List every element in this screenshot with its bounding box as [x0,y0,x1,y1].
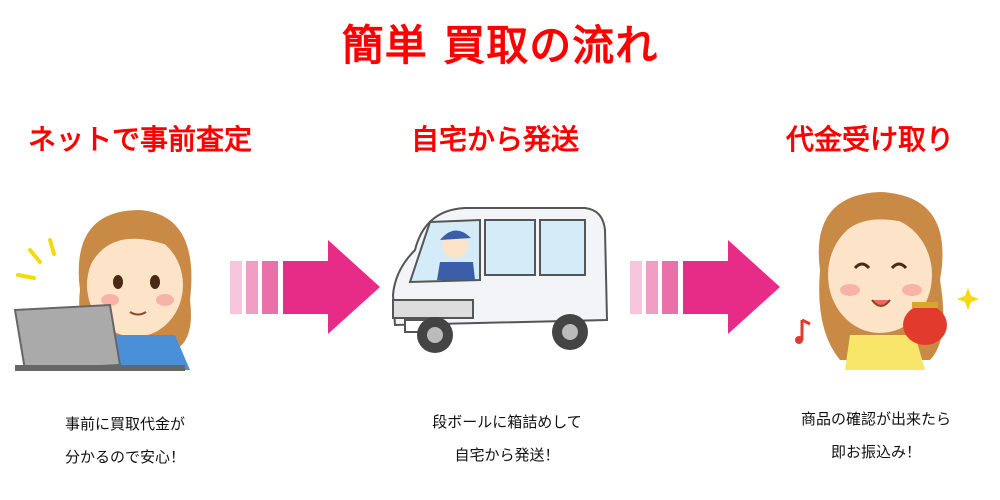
step-3-title: 代金受け取り [785,123,954,156]
arrow-bar [646,261,658,314]
arrow-bar [246,261,258,314]
page-title: 簡単 買取の流れ [341,21,659,70]
caption-line: 分かるので安心！ [64,448,185,466]
step-1-title: ネットで事前査定 [27,123,252,156]
arrow-bar [262,261,278,314]
caption-line: 即お振込み！ [830,443,921,461]
step-1-caption: 事前に買取代金が 分かるので安心！ [0,408,275,474]
arrow-head [283,240,380,334]
arrow-step-1-to-2 [230,240,380,334]
arrow-bar [630,261,642,314]
delivery-van-illustration [391,207,609,353]
caption-line: 自宅から発送！ [454,446,560,464]
woman-with-purse-illustration [795,192,979,370]
caption-line: 事前に買取代金が [64,415,185,433]
woman-laptop-illustration [13,210,192,372]
arrow-head [683,240,780,334]
arrow-step-2-to-3 [630,240,780,334]
arrow-bar [230,261,242,314]
step-2-caption: 段ボールに箱詰めして 自宅から発送！ [357,406,657,472]
arrow-bar [662,261,678,314]
caption-line: 商品の確認が出来たら [800,410,951,428]
step-2-title: 自宅から発送 [410,123,579,156]
step-3-caption: 商品の確認が出来たら 即お振込み！ [726,403,1000,469]
caption-line: 段ボールに箱詰めして [432,413,582,431]
